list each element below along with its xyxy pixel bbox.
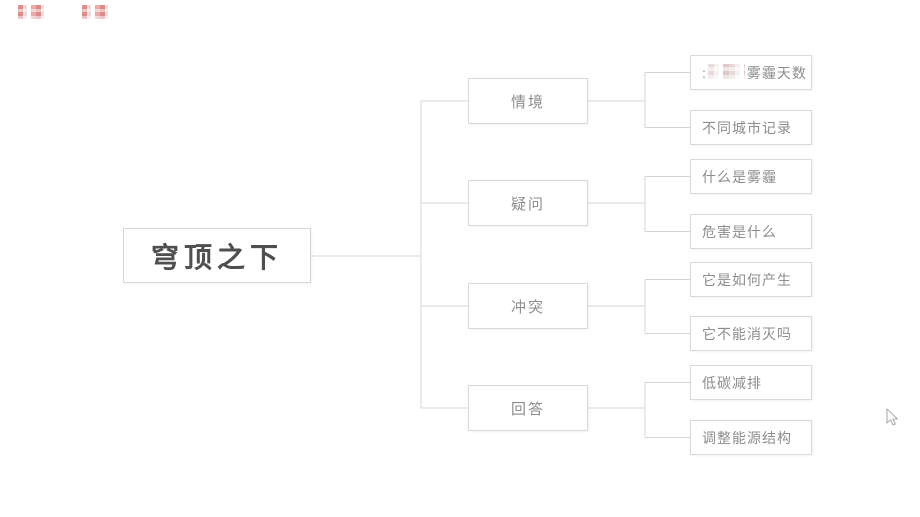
leaf-node-label: 它是如何产生	[702, 271, 792, 288]
leaf-node-low-carbon[interactable]: 低碳减排	[690, 365, 812, 400]
branch-node-label: 情境	[510, 93, 545, 111]
mouse-cursor-icon	[886, 408, 898, 426]
leaf-node-city-records[interactable]: 不同城市记录	[690, 110, 812, 145]
leaf-node-label: 雾霾天数	[746, 64, 807, 81]
leaf-node-label: 危害是什么	[702, 223, 777, 240]
branch-node-conflict[interactable]: 冲突	[468, 283, 588, 329]
leaf-node-label: 什么是雾霾	[702, 168, 777, 185]
root-node[interactable]: 穹顶之下	[123, 228, 311, 283]
leaf-node-what-is-smog[interactable]: 什么是雾霾	[690, 159, 812, 194]
leaf-node-label: 低碳减排	[702, 374, 762, 391]
branch-node-label: 回答	[510, 400, 545, 418]
censored-logo-mosaic	[82, 5, 108, 19]
branch-node-answer[interactable]: 回答	[468, 385, 588, 431]
censored-text-mosaic	[707, 64, 745, 79]
leaf-node-what-harm[interactable]: 危害是什么	[690, 214, 812, 249]
leaf-node-label: 它不能消灭吗	[702, 325, 792, 342]
leaf-node-how-produced[interactable]: 它是如何产生	[690, 262, 812, 297]
leaf-node-prefix: :	[702, 64, 707, 81]
leaf-node-cant-eliminate[interactable]: 它不能消灭吗	[690, 316, 812, 351]
leaf-node-label: 调整能源结构	[702, 429, 792, 446]
branch-node-label: 冲突	[510, 298, 545, 316]
leaf-node-energy-structure[interactable]: 调整能源结构	[690, 420, 812, 455]
branch-node-label: 疑问	[510, 195, 545, 213]
leaf-node-label: 不同城市记录	[702, 119, 792, 136]
leaf-node-smog-days[interactable]: : 雾霾天数	[690, 55, 812, 90]
branch-node-situation[interactable]: 情境	[468, 78, 588, 124]
branch-node-question[interactable]: 疑问	[468, 180, 588, 226]
root-node-label: 穹顶之下	[150, 242, 283, 274]
censored-logo-mosaic	[18, 5, 44, 19]
